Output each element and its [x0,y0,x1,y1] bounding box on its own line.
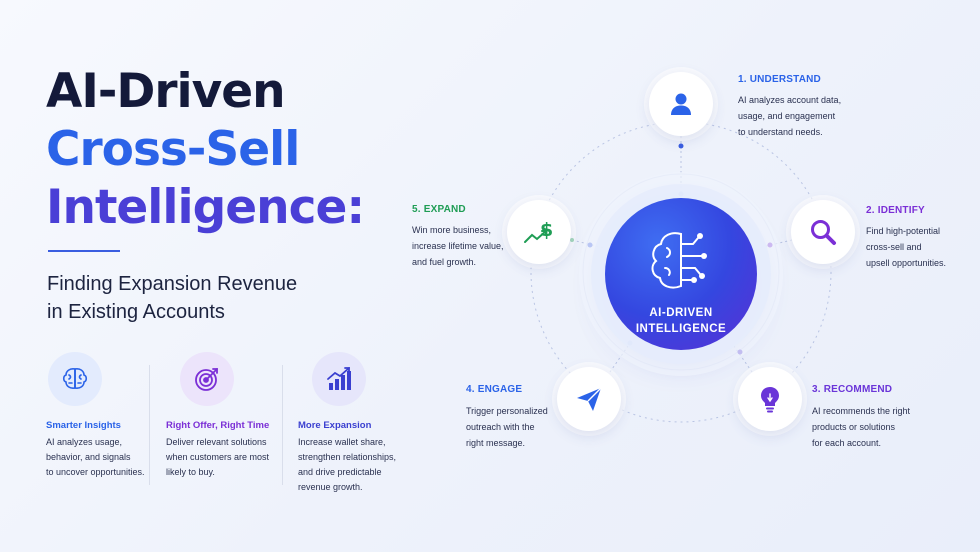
feature-desc: AI analyzes usage, behavior, and signals… [46,435,164,480]
center-hub [605,198,757,350]
feature-desc-line: revenue growth. [298,482,363,492]
step-desc-line: usage, and engagement [738,111,836,121]
feature-desc-line: and drive predictable [298,467,382,477]
feature-desc: Increase wallet share, strengthen relati… [298,435,416,495]
feature-smarter-insights: Smarter Insights AI analyzes usage, beha… [46,352,164,480]
feature-heading: Right Offer, Right Time [166,420,270,431]
feature-separator [282,365,283,485]
connector-engage [609,345,629,373]
orbit-ring [530,121,832,423]
feature-desc-line: Increase wallet share, [298,437,386,447]
paper-plane-icon [577,387,602,411]
step-desc-line: outreach with the [466,422,535,432]
orbit-dot [587,242,593,248]
feature-right-offer: Right Offer, Right Time Deliver relevant… [166,352,284,480]
subtitle-line-1: Finding Expansion Revenue [47,273,298,295]
feature-desc-line: strengthen relationships, [298,452,397,462]
step-node-engage [557,367,621,431]
orbit-dot [678,143,684,149]
feature-heading: Smarter Insights [46,420,121,431]
step-desc-line: Win more business, [412,225,492,235]
step-title-recommend: 3. RECOMMEND [812,384,893,395]
circuit-brain-icon [651,232,707,289]
subtitle: Finding Expansion Revenue in Existing Ac… [47,270,347,326]
connector-recommend [733,345,753,373]
step-node-expand: $ [507,200,571,264]
feature-desc: Deliver relevant solutions when customer… [166,435,284,480]
step-desc-line: Find high-potential [866,226,941,236]
orbit-dot [678,191,684,197]
magnifier-icon [811,220,836,245]
step-desc-engage: Trigger personalized outreach with the r… [466,403,556,451]
step-desc-line: AI analyzes account data, [738,95,842,105]
step-desc-line: AI recommends the right [812,406,911,416]
feature-desc-line: AI analyzes usage, [46,437,123,447]
center-label-line-1: AI-DRIVEN [649,307,713,319]
target-icon [180,352,234,406]
lightbulb-icon [761,387,779,413]
step-desc-identify: Find high-potential cross-sell and upsel… [866,223,976,271]
user-icon [671,93,691,115]
connector-identify [757,239,793,249]
step-title-understand: 1. UNDERSTAND [738,74,821,85]
step-desc-expand: Win more business, increase lifetime val… [412,222,504,270]
feature-desc-line: Deliver relevant solutions [166,437,267,447]
orbit-dot [737,349,743,355]
orbit-dot [767,242,773,248]
feature-desc-line: behavior, and signals [46,452,131,462]
step-desc-line: cross-sell and [866,242,922,252]
step-title-identify: 2. IDENTIFY [866,205,925,216]
step-node-recommend [738,367,802,431]
center-label: AI-DRIVEN INTELLIGENCE [605,305,757,337]
title-line-2: Cross-Sell [46,122,300,177]
step-desc-line: and fuel growth. [412,257,477,267]
step-title-expand: 5. EXPAND [412,204,466,215]
step-desc-line: increase lifetime value, [412,241,504,251]
step-desc-line: Trigger personalized [466,406,548,416]
title-line-3: Intelligence: [46,180,365,235]
center-label-line-2: INTELLIGENCE [635,323,727,335]
feature-heading: More Expansion [298,420,372,431]
feature-more-expansion: More Expansion Increase wallet share, st… [298,352,416,495]
title-line-1: AI-Driven [46,64,286,119]
step-desc-line: to understand needs. [738,127,823,137]
orbit-dot [627,340,633,346]
step-desc-recommend: AI recommends the right products or solu… [812,403,952,451]
step-desc-line: upsell opportunities. [866,258,947,268]
step-node-understand [649,72,713,136]
subtitle-line-2: in Existing Accounts [47,301,225,323]
step-node-identify [791,200,855,264]
dollar-growth-icon: $ [524,219,553,243]
growth-chart-icon [312,352,366,406]
inner-ring [582,173,780,371]
step-desc-line: products or solutions [812,422,896,432]
step-desc-line: right message. [466,438,526,448]
step-title-engage: 4. ENGAGE [466,384,523,395]
feature-desc-line: to uncover opportunities. [46,467,145,477]
title-divider [48,250,120,252]
step-desc-line: for each account. [812,438,882,448]
feature-desc-line: likely to buy. [166,467,215,477]
orbit-dot [570,238,574,242]
feature-desc-line: when customers are most [166,452,270,462]
brain-icon [48,352,102,406]
step-desc-understand: AI analyzes account data, usage, and eng… [738,92,878,140]
feature-separator [149,365,150,485]
